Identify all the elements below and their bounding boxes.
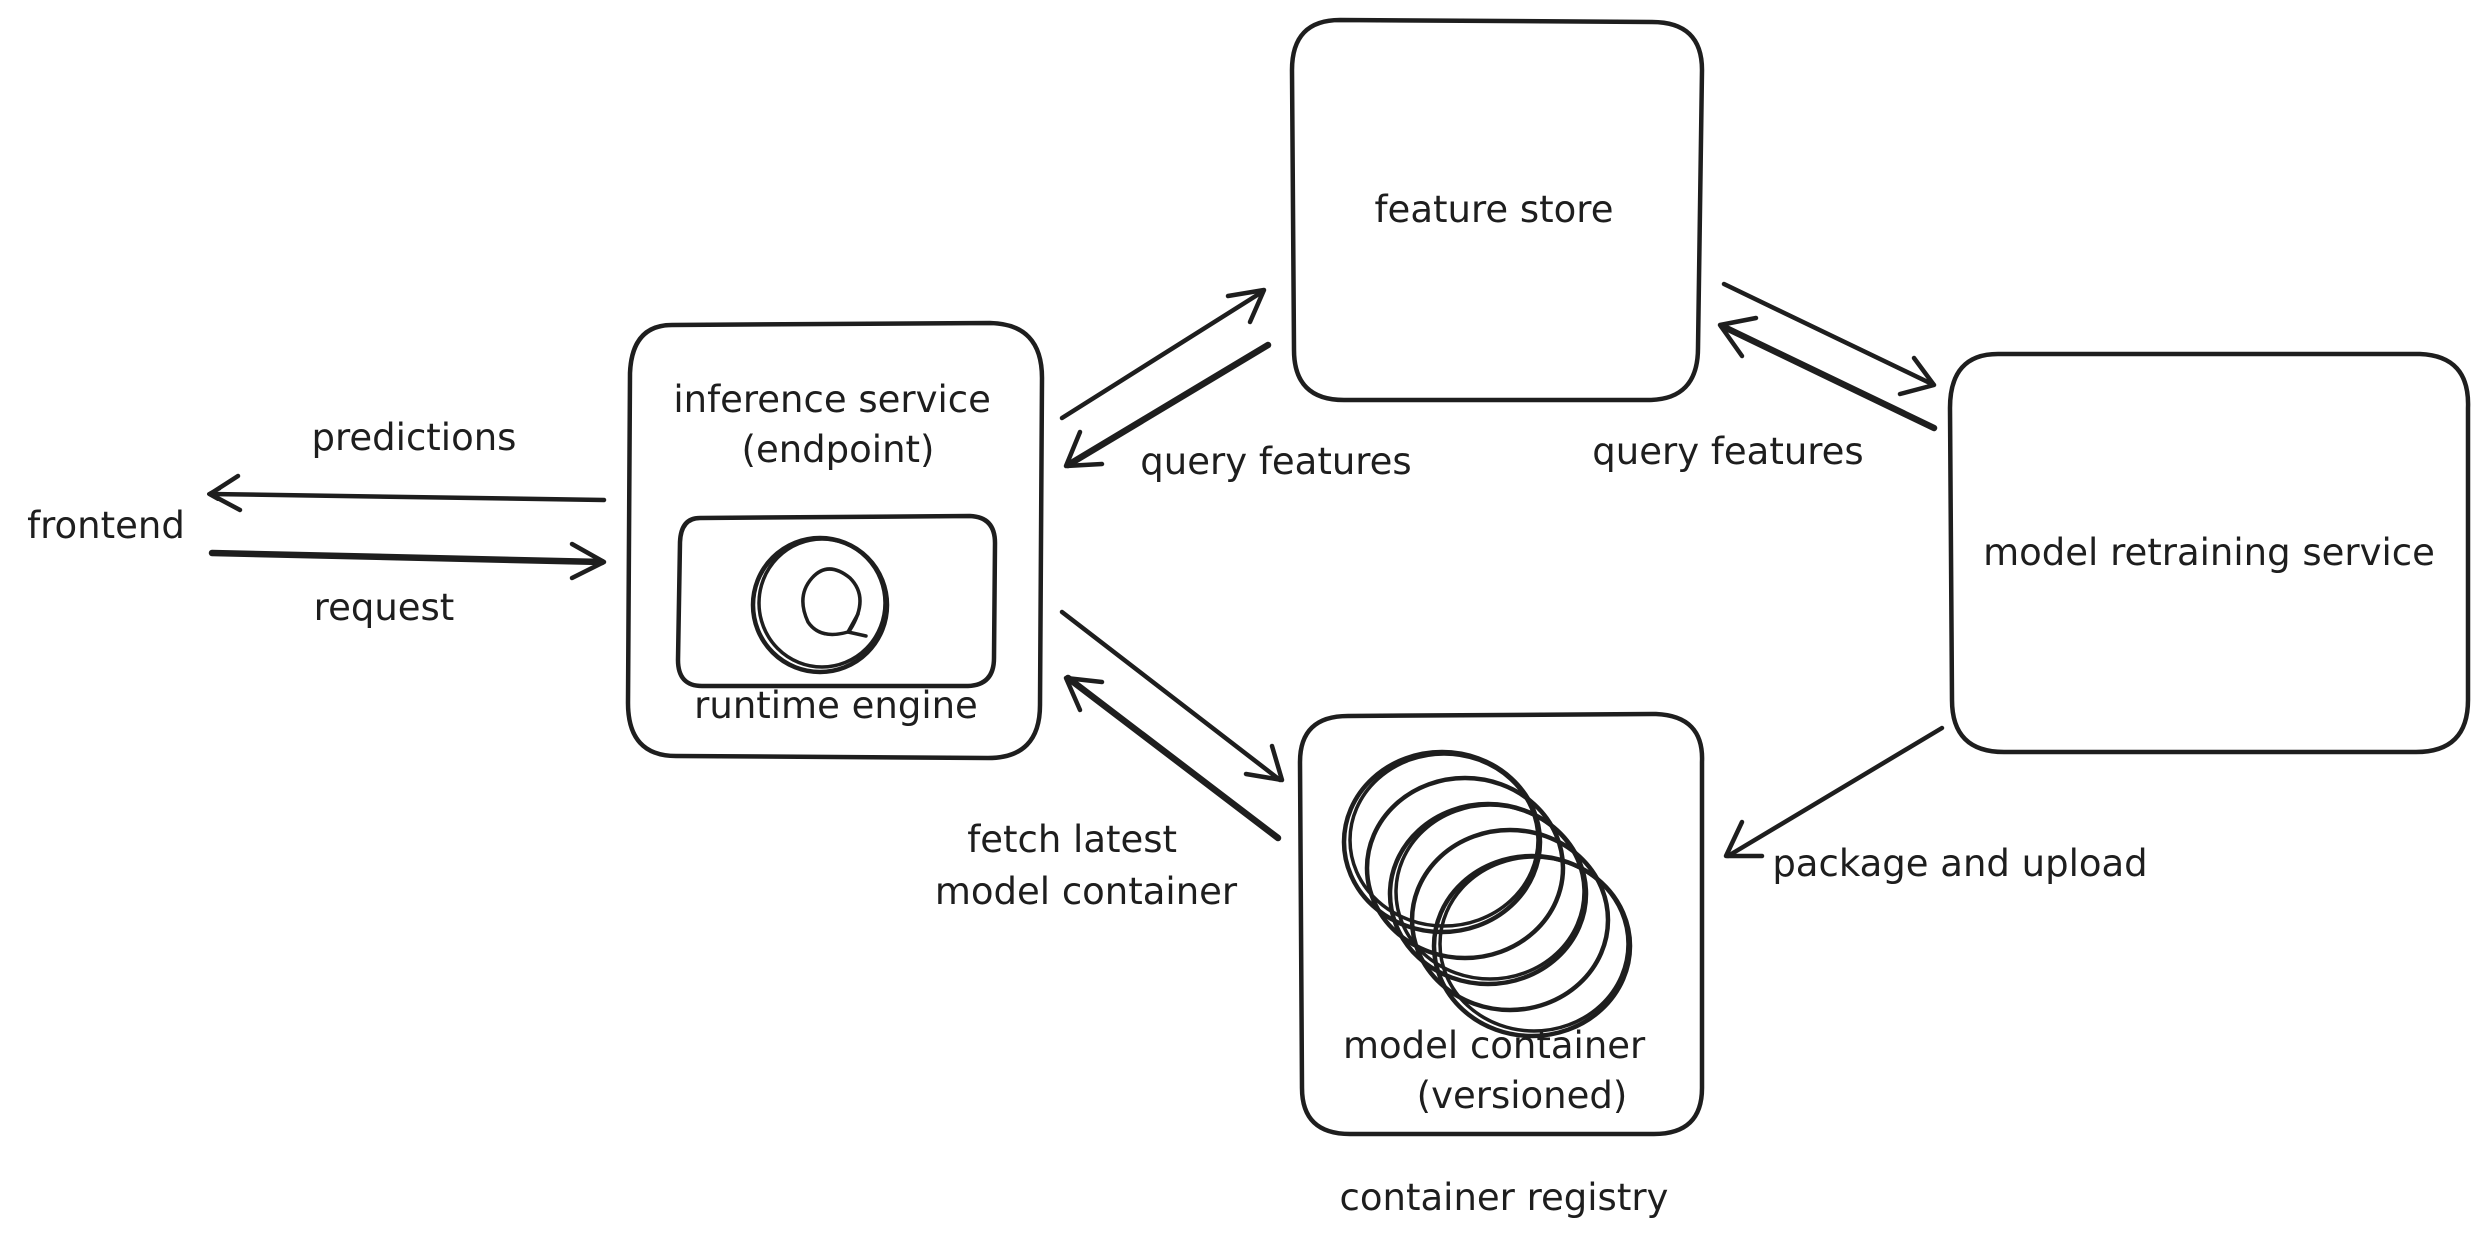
registry-to-inference-arrow bbox=[1064, 674, 1282, 842]
model-container-label-line-1: model container bbox=[1343, 1024, 1646, 1067]
feature-store-to-inference-arrow bbox=[1064, 341, 1272, 469]
container-registry-node[interactable]: model container (versioned) bbox=[1297, 711, 1705, 1137]
edge-fetch-latest-model-container: fetch latest model container bbox=[935, 609, 1285, 913]
predictions-label: predictions bbox=[312, 416, 517, 459]
model-container-label-line-2: (versioned) bbox=[1417, 1074, 1628, 1117]
edge-request: request bbox=[208, 541, 607, 629]
frontend-label: frontend bbox=[27, 504, 185, 547]
runtime-engine-node[interactable]: runtime engine bbox=[675, 513, 998, 727]
model-container-label: model container (versioned) bbox=[1343, 1024, 1657, 1117]
runtime-engine-loop-icon bbox=[750, 535, 890, 675]
fetch-latest-model-container-label: fetch latest model container bbox=[935, 818, 1238, 913]
model-retraining-service-box bbox=[1947, 351, 2471, 755]
container-registry-label: container registry bbox=[1340, 1176, 1669, 1219]
runtime-engine-label: runtime engine bbox=[694, 684, 978, 727]
predictions-arrow bbox=[210, 494, 607, 503]
runtime-engine-box bbox=[675, 513, 998, 689]
edge-package-and-upload: package and upload bbox=[1723, 725, 2148, 885]
fetch-latest-label-line-1: fetch latest bbox=[967, 818, 1177, 861]
model-retraining-service-label: model retraining service bbox=[1983, 531, 2435, 574]
feature-store-node[interactable]: feature store bbox=[1289, 17, 1705, 403]
inference-service-box bbox=[625, 320, 1045, 761]
edge-query-features-inference: query features bbox=[1059, 287, 1412, 483]
fetch-latest-label-line-2: model container bbox=[935, 870, 1238, 913]
query-features-inference-label: query features bbox=[1140, 440, 1411, 483]
query-features-retraining-label: query features bbox=[1592, 430, 1863, 473]
container-registry-box bbox=[1297, 711, 1705, 1137]
feature-store-to-retraining-arrow bbox=[1721, 281, 1935, 387]
feature-store-label: feature store bbox=[1375, 188, 1614, 231]
edge-query-features-retraining: query features bbox=[1592, 281, 1938, 473]
package-and-upload-arrow bbox=[1725, 725, 1945, 859]
package-and-upload-label: package and upload bbox=[1772, 842, 2147, 885]
request-arrow bbox=[208, 549, 606, 566]
retraining-to-feature-store-arrow bbox=[1718, 322, 1938, 432]
inference-to-registry-arrow bbox=[1059, 609, 1283, 783]
query-to-feature-store-arrow bbox=[1059, 289, 1265, 421]
inference-service-title: inference service (endpoint) bbox=[673, 378, 1002, 471]
inference-service-title-line-2: (endpoint) bbox=[742, 428, 935, 471]
model-retraining-service-node[interactable]: model retraining service bbox=[1947, 351, 2471, 755]
edge-predictions: predictions bbox=[210, 416, 607, 513]
inference-service-title-line-1: inference service bbox=[673, 378, 991, 421]
model-container-stack-icon bbox=[1341, 749, 1633, 1039]
inference-service-node[interactable]: inference service (endpoint) runtime eng… bbox=[625, 320, 1045, 761]
feature-store-box bbox=[1289, 17, 1705, 403]
request-label: request bbox=[314, 586, 455, 629]
